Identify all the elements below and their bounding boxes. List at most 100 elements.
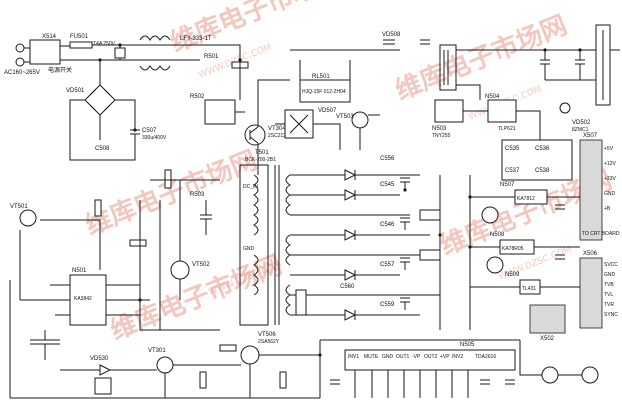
ic-main-val: KA3842: [74, 296, 92, 302]
opto-ref: N503: [432, 126, 447, 132]
audio-pin: OUT2: [424, 354, 438, 360]
junction-dot: [543, 48, 547, 52]
pin-label: SYNC: [604, 312, 618, 318]
watermark-brand-3: 维库电子市场网: [81, 145, 261, 242]
secondary-winding-3: [285, 284, 291, 316]
connector-section: X507 +5V +12V +33V GND +B TO CRT BOARD X…: [529, 133, 620, 342]
vt506-val: 2SA562Y: [258, 339, 280, 345]
vt301-ref: VT301: [148, 348, 166, 354]
standby-core: [443, 50, 449, 85]
diode-vd508: VD508: [382, 32, 401, 38]
input-wire: [24, 45, 70, 63]
speaker-symbol: [581, 366, 599, 384]
audio-section: N505 TDA2616 INV1 MUTE GND OUT1 -VP OUT2…: [319, 339, 599, 398]
winding-tag: GND: [243, 246, 255, 252]
resistor-horizontal: [419, 249, 441, 261]
aux-wire: [19, 219, 101, 301]
cap-c545: C545: [380, 182, 395, 188]
n508-ref: N508: [490, 232, 505, 238]
tv5-block: [204, 99, 236, 125]
x506-ref: X506: [583, 251, 598, 257]
relay-val: HJQ-15F 012-2H04: [302, 89, 346, 95]
junction-dots: [98, 43, 582, 357]
opto2-box: [487, 99, 517, 123]
diode-symbol: [344, 189, 357, 201]
resistor-vertical: [279, 371, 287, 389]
speaker-symbol: [541, 366, 559, 384]
audio-ic-pins: [354, 370, 469, 398]
opto2-val: TLP621: [498, 126, 516, 132]
transistor-leads: [249, 126, 259, 144]
ic-main-ref: N501: [72, 268, 87, 274]
cap-plates: [420, 39, 430, 45]
winding-tag: DC_IN: [243, 184, 258, 190]
transformer-core: [274, 165, 280, 325]
primary-control-section: VT304 2SC2120 R502 N501 KA3842 VT501 VT5…: [10, 60, 290, 331]
vd530-ref: VD530: [90, 356, 109, 362]
regulator-wire: [470, 196, 580, 288]
switch-ref: X514: [42, 34, 57, 40]
connector-x506: [579, 257, 603, 329]
opto-bottom: [94, 377, 112, 395]
rectifier-section: VD501 C507 330u/400V C508: [66, 60, 167, 161]
junction-dot: [138, 298, 142, 302]
cap-plates: [555, 204, 565, 260]
feedback-wire: [150, 179, 220, 300]
primary-winding: [253, 174, 259, 236]
pin-label: GND: [604, 272, 616, 278]
secondary-winding-1: [285, 174, 291, 216]
junction-dot: [468, 195, 472, 199]
aux-winding: [253, 254, 259, 296]
watermark-brand-2: 维库电子市场网: [391, 10, 571, 107]
cap-c508: C508: [95, 146, 110, 152]
connector-x502: [529, 304, 566, 334]
capacitor-x: [114, 47, 126, 59]
opto-box: [434, 99, 464, 123]
vt503-leads: [359, 114, 380, 150]
junction-dot: [578, 48, 582, 52]
audio-bus: [319, 339, 520, 398]
junction-dot: [133, 128, 137, 132]
resistor-vertical: [199, 371, 207, 389]
c535-ref: C535: [505, 146, 520, 152]
standby-transformer: [439, 44, 457, 91]
cap-c556: C556: [380, 156, 395, 162]
n505-val: TDA2616: [475, 354, 496, 360]
secondary-bus: [290, 174, 440, 316]
pin-label: SVCC: [604, 262, 618, 268]
c536-ref: C536: [535, 146, 550, 152]
cap-c557: C557: [380, 262, 395, 268]
diode-symbol: [344, 309, 357, 321]
n509-ref: N509: [505, 272, 520, 278]
audio-pin: INV2: [452, 354, 463, 360]
n507-val: KA7812: [517, 196, 535, 202]
filter-out-wire: [180, 44, 241, 61]
diode-symbol: [99, 364, 112, 376]
regulator-section: N507 KA7812 N508 KA78R05 N509 TL431 C535…: [470, 139, 580, 295]
ic-main-pins: [40, 284, 150, 316]
filter-coil-bottom: [139, 65, 171, 71]
ac-input-section: AC160~265V 电源开关 X514 FU501 T4A 250V LFY-…: [4, 34, 249, 76]
switch-transistor: [244, 124, 266, 146]
fuse-ref: FU501: [70, 34, 89, 40]
pin-label: +33V: [604, 176, 616, 182]
reg-ref: VD502: [572, 120, 591, 126]
audio-pin: GND: [382, 354, 394, 360]
opto-val: TNY255: [432, 133, 451, 139]
res-r503: R503: [190, 192, 205, 198]
line-wire: [70, 44, 180, 61]
transistor-symbol: [481, 206, 499, 224]
speaker-wire: [519, 340, 582, 376]
vt506-ref: VT506: [258, 332, 276, 338]
pin-label: +12V: [604, 161, 616, 167]
main-cap-ref: C507: [142, 128, 157, 134]
audio-caps: [330, 379, 515, 385]
junction-dot: [403, 188, 407, 192]
ic-small: [295, 289, 307, 316]
relay-section: RL501 HJQ-15F 012-2H04 VD507 VT503 VD508: [275, 32, 430, 150]
x502-ref: X502: [540, 336, 555, 342]
x507-ref: X507: [583, 133, 598, 139]
audio-ic-box: [344, 349, 516, 371]
cap-c546: C546: [380, 222, 395, 228]
junction-dot: [238, 58, 242, 62]
